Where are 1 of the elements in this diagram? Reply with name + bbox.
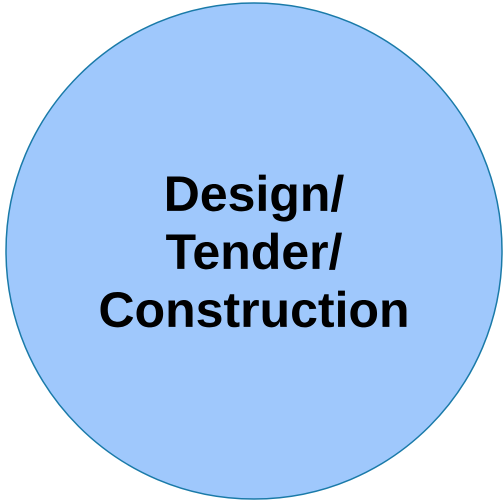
circle-node: Design/ Tender/ Construction (5, 2, 503, 500)
